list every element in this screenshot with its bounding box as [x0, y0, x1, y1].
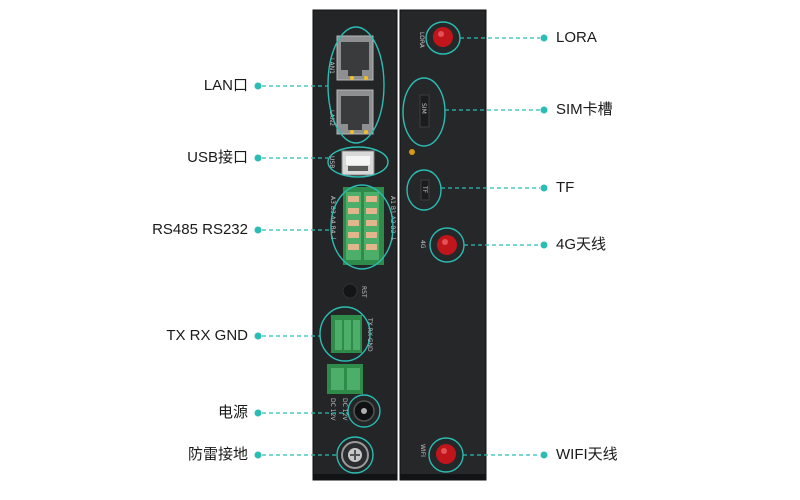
usb-port: [341, 150, 375, 176]
tf-ring: [406, 169, 442, 211]
ground-screw: [341, 441, 369, 469]
lan-dot: [254, 82, 262, 90]
dc-terminal: [327, 364, 363, 394]
wifi-marking: WIFI: [419, 444, 426, 457]
sim-callout-label: SIM卡槽: [556, 101, 613, 118]
usb-marking: USB: [328, 156, 335, 168]
usb-callout-label: USB接口: [187, 149, 248, 166]
ground-ring: [336, 436, 374, 474]
power-callout-label: 电源: [217, 404, 248, 421]
rst-button: [342, 283, 358, 299]
tf-dot: [540, 184, 548, 192]
usb-dot: [254, 154, 262, 162]
lan1-port: [336, 35, 374, 81]
lan1-marking: LAN1: [328, 58, 335, 74]
lan2-marking: LAN2: [328, 110, 335, 126]
usb-ring: [327, 146, 389, 178]
leader-dots: [254, 34, 548, 459]
rs-ring: [330, 184, 394, 270]
txrx-dot: [254, 332, 262, 340]
ground-callout-label: 防雷接地: [187, 446, 248, 463]
txrx-connector: [331, 315, 362, 353]
rs-terminal-block: [343, 187, 384, 265]
wifi-callout-label: WIFI天线: [556, 446, 618, 463]
rst-marking: RST: [360, 286, 367, 298]
4g-antenna: [437, 235, 457, 255]
tf-slot: [420, 179, 430, 201]
4g-callout-label: 4G天线: [556, 236, 607, 253]
lora-dot: [540, 34, 548, 42]
tf-marking: TF: [421, 185, 428, 194]
4g-marking: 4G: [419, 240, 426, 249]
4g-dot: [540, 241, 548, 249]
leader-lines: [262, 37, 540, 456]
status-led: [409, 149, 415, 155]
power-jack: [353, 400, 375, 422]
power-dot: [254, 409, 262, 417]
rs-left-marking: A3 B3 A4 B4 ⏚: [329, 196, 336, 241]
lora-antenna: [433, 27, 453, 47]
power-ring: [347, 394, 381, 428]
txrx-ring: [319, 306, 371, 362]
sim-ring: [402, 77, 446, 147]
rs-callout-label: RS485 RS232: [152, 221, 248, 238]
txrx-callout-label: TX RX GND: [166, 327, 248, 344]
ground-dot: [254, 451, 262, 459]
rs-dot: [254, 226, 262, 234]
dc-left-marking: DC 12V: [329, 398, 336, 421]
tf-callout-label: TF: [556, 179, 575, 196]
lora-callout-label: LORA: [556, 29, 597, 46]
lan2-port: [336, 89, 374, 135]
lan-callout-label: LAN口: [203, 77, 248, 94]
sim-slot: [419, 94, 430, 128]
sim-dot: [540, 106, 548, 114]
sim-marking: SIM: [420, 103, 427, 114]
wifi-antenna: [436, 444, 456, 464]
lora-marking: LORA: [418, 32, 425, 49]
dc-right-marking: DC 12V: [341, 398, 348, 421]
lan-ring: [327, 26, 385, 144]
wifi-dot: [540, 451, 548, 459]
